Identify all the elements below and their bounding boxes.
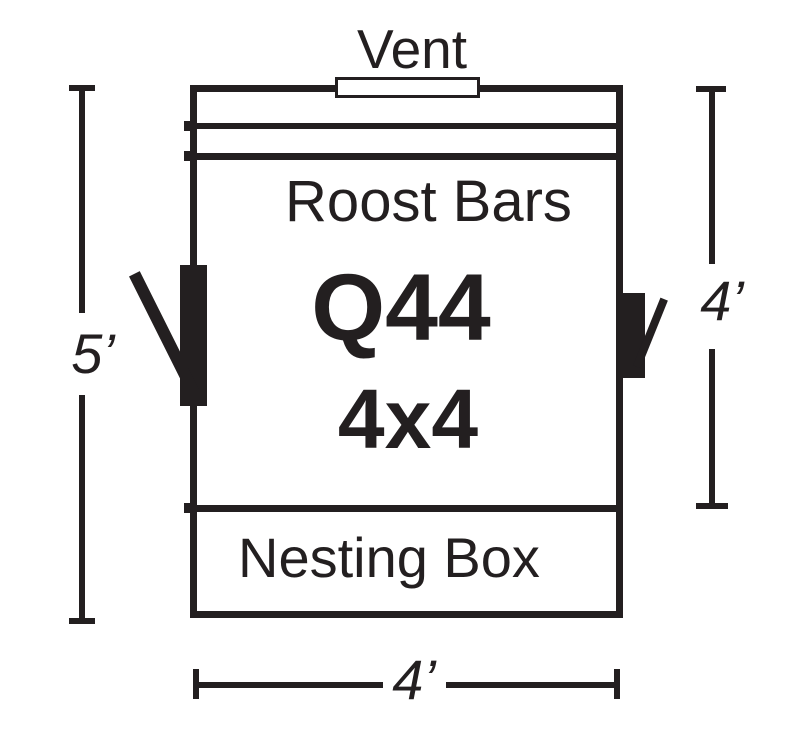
left-wall-nub-2 xyxy=(184,151,191,161)
nesting-box-divider xyxy=(197,505,616,512)
dim-bottom-segment-left xyxy=(193,682,383,688)
dim-left-segment-lower xyxy=(79,395,85,621)
roost-bar-line-2 xyxy=(197,153,616,160)
left-wall-nub-3 xyxy=(184,503,191,513)
dim-left-label: 5’ xyxy=(71,322,115,385)
vent-label: Vent xyxy=(356,18,468,80)
left-wall-nub-1 xyxy=(184,121,191,131)
dim-right-segment-lower xyxy=(709,349,715,507)
dim-bottom-cap-right xyxy=(614,669,620,699)
nesting-box-label: Nesting Box xyxy=(238,526,540,589)
dim-left-cap-bottom xyxy=(69,618,95,624)
dim-bottom-label: 4’ xyxy=(392,648,436,711)
dim-bottom-segment-right xyxy=(446,682,618,688)
roost-bars-label: Roost Bars xyxy=(285,169,572,234)
dim-right-cap-bottom xyxy=(696,503,728,509)
dim-right-label: 4’ xyxy=(700,269,744,332)
dim-left-segment-upper xyxy=(79,85,85,313)
dim-right-segment-upper xyxy=(709,86,715,264)
size-label: 4x4 xyxy=(337,372,479,466)
model-label: Q44 xyxy=(311,255,491,361)
roost-bar-line-1 xyxy=(197,123,616,129)
vent-opening xyxy=(335,77,480,98)
